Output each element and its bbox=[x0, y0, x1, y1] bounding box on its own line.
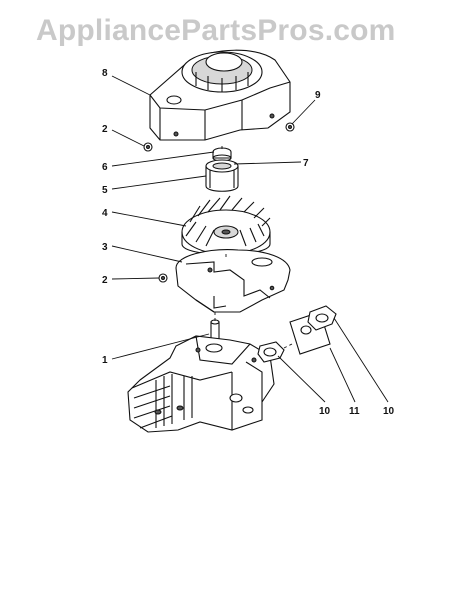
screw-2-middle-part bbox=[158, 273, 168, 283]
flywheel-part bbox=[181, 195, 271, 255]
callout-2-middle: 2 bbox=[102, 275, 108, 286]
callout-9: 9 bbox=[315, 90, 321, 101]
screw-9-part bbox=[285, 122, 295, 132]
callout-labels: 8 9 2 6 7 5 4 3 2 1 10 11 10 bbox=[102, 68, 395, 417]
starter-cup-part bbox=[205, 159, 239, 192]
callout-1: 1 bbox=[102, 355, 108, 366]
callout-5: 5 bbox=[102, 185, 108, 196]
assembly-centerlines bbox=[214, 146, 293, 349]
callout-2-top: 2 bbox=[102, 124, 108, 135]
callout-10-right: 10 bbox=[383, 406, 395, 417]
engine-block-part bbox=[127, 335, 275, 433]
flywheel-nut-part bbox=[212, 147, 232, 162]
callout-6: 6 bbox=[102, 162, 108, 173]
blower-housing-part bbox=[149, 49, 291, 141]
callout-11: 11 bbox=[349, 406, 360, 417]
leader-lines bbox=[111, 75, 389, 403]
watermark-text: AppliancePartsPros.com bbox=[36, 14, 396, 47]
callout-8: 8 bbox=[102, 68, 108, 79]
gasket-10-left-part bbox=[257, 341, 285, 363]
callout-3: 3 bbox=[102, 242, 108, 253]
screw-2-top-part bbox=[143, 142, 153, 152]
callout-10-left: 10 bbox=[319, 406, 331, 417]
callout-4: 4 bbox=[102, 208, 108, 219]
gasket-10-right-part bbox=[307, 305, 337, 331]
callout-7: 7 bbox=[303, 158, 309, 169]
backplate-part bbox=[175, 249, 291, 313]
